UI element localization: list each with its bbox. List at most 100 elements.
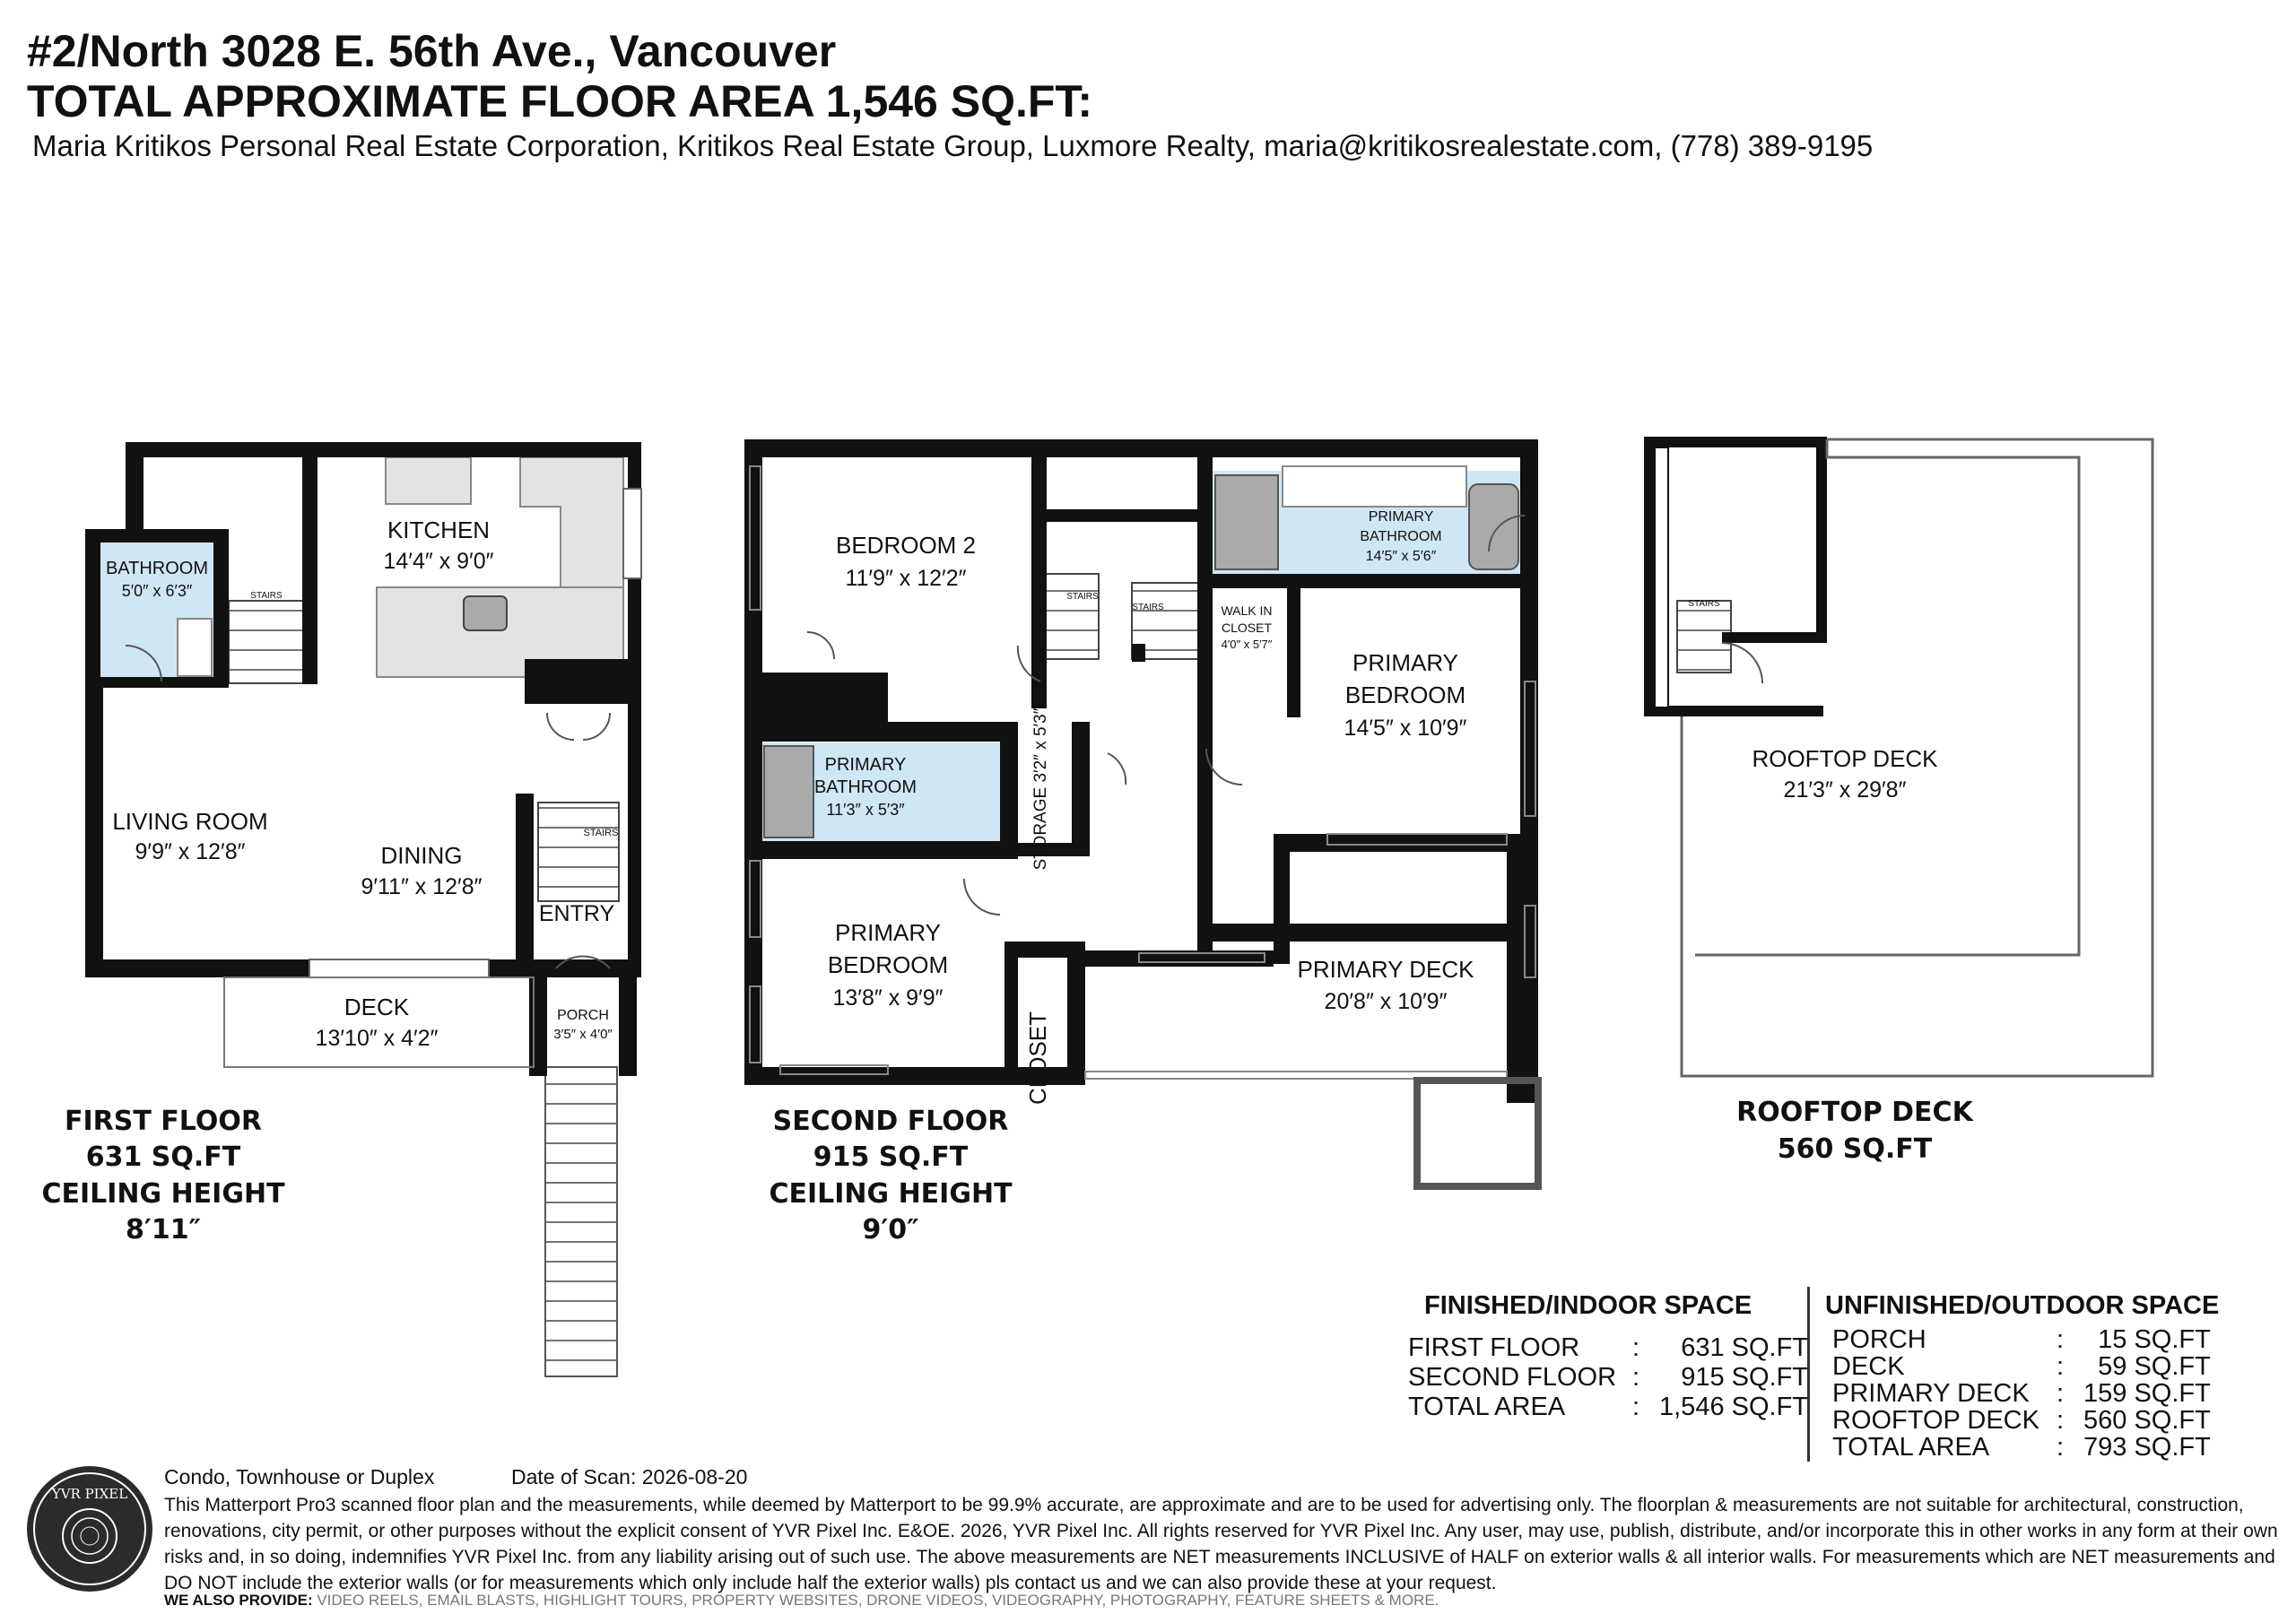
kitchen-counter [385, 456, 472, 505]
second-floor-ceiling-value: 9′0″ [862, 1214, 918, 1245]
rooftop-deck-dim: 21′3″ x 29′8″ [1784, 777, 1907, 803]
floor-plan-diagram: BATHROOM 5′0″ x 6′3″ KITCHEN 14′4″ x 9′0… [41, 437, 2154, 1377]
bathtub-icon [1468, 483, 1519, 570]
walk-in-label: WALK IN [1221, 603, 1272, 618]
bathroom-dim: 5′0″ x 6′3″ [122, 582, 193, 600]
table-row: PRIMARY DECK:159 SQ.FT [1832, 1379, 2211, 1408]
rooftop-walls [1644, 437, 1827, 716]
table-row: ROOFTOP DECK:560 SQ.FT [1832, 1406, 2211, 1435]
living-room-label: LIVING ROOM [112, 808, 267, 835]
second-floor-label: SECOND FLOOR [773, 1106, 1009, 1137]
primary-deck-label: PRIMARY DECK [1298, 956, 1475, 983]
finished-rows: FIRST FLOOR:631 SQ.FT SECOND FLOOR:915 S… [1408, 1333, 1808, 1422]
kitchen-dim: 14′4″ x 9′0″ [384, 549, 494, 574]
second-floor-plan [744, 439, 1542, 1190]
stairs-label: STAIRS [1688, 599, 1720, 609]
sink-icon [463, 595, 508, 631]
door-arc [555, 955, 611, 969]
primary-bedroom-a-label: PRIMARY [835, 919, 941, 946]
first-floor-ceiling-label: CEILING HEIGHT [41, 1178, 285, 1210]
porch-stairs [544, 1066, 618, 1377]
stairs-label: STAIRS [1066, 592, 1099, 602]
stairs-label: STAIRS [1132, 603, 1164, 612]
kitchen-label: KITCHEN [387, 516, 490, 543]
deck-dim: 13′10″ x 4′2″ [316, 1026, 439, 1051]
rooftop-deck-label: ROOFTOP DECK [1752, 745, 1938, 772]
first-floor-walls [85, 442, 641, 1076]
toilet-icon [177, 618, 213, 677]
primary-deck-dim: 20′8″ x 10′9″ [1325, 989, 1448, 1014]
floor-labels: FIRST FLOOR 631 SQ.FT CEILING HEIGHT 8′1… [41, 1097, 1974, 1245]
primary-bath-small-label: PRIMARY [825, 755, 907, 775]
second-floor-area: 915 SQ.FT [813, 1141, 969, 1173]
vanity-icon [1282, 465, 1467, 508]
primary-bath-large-dim: 14′5″ x 5′6″ [1366, 549, 1437, 564]
primary-bedroom-b-dim: 14′5″ x 10′9″ [1344, 716, 1467, 741]
second-floor-windows [749, 465, 1536, 1080]
primary-bedroom-a-dim: 13′8″ x 9′9″ [833, 985, 944, 1011]
porch-label: PORCH [557, 1008, 609, 1023]
walk-in-label2: CLOSET [1222, 621, 1272, 635]
primary-bedroom-b-label2: BEDROOM [1345, 681, 1465, 708]
dining-label: DINING [381, 842, 463, 869]
table-row: TOTAL AREA:1,546 SQ.FT [1408, 1393, 1809, 1421]
primary-deck-planter [1413, 1077, 1542, 1190]
rooftop-deck-floor-label: ROOFTOP DECK [1736, 1097, 1974, 1128]
closet-door-arc [546, 712, 611, 741]
finished-title: FINISHED/INDOOR SPACE [1424, 1291, 1752, 1320]
door-arc [125, 645, 162, 682]
bathroom-label: BATHROOM [106, 559, 208, 578]
primary-bath-small-dim: 11′3″ x 5′3″ [826, 801, 905, 819]
window [309, 959, 490, 978]
second-floor-ceiling-label: CEILING HEIGHT [769, 1178, 1013, 1210]
services-list: VIDEO REELS, EMAIL BLASTS, HIGHLIGHT TOU… [317, 1592, 1439, 1609]
dining-dim: 9′11″ x 12′8″ [361, 874, 482, 899]
door-arcs [806, 515, 1526, 916]
first-floor-plan [85, 442, 642, 1377]
table-row: DECK:59 SQ.FT [1832, 1352, 2211, 1381]
bathtub-icon [763, 745, 814, 838]
scan-date: Date of Scan: 2026-08-20 [511, 1465, 748, 1488]
primary-bath-small-label2: BATHROOM [814, 777, 917, 797]
stairs-entry [537, 802, 620, 902]
services-line: WE ALSO PROVIDE: VIDEO REELS, EMAIL BLAS… [164, 1592, 1439, 1610]
deck-label: DECK [344, 994, 410, 1020]
living-room-dim: 9′9″ x 12′8″ [135, 839, 246, 864]
unfinished-space-table: UNFINISHED/OUTDOOR SPACE PORCH:15 SQ.FT … [1825, 1291, 2219, 1461]
table-row: SECOND FLOOR:915 SQ.FT [1408, 1363, 1809, 1392]
primary-bedroom-a-label2: BEDROOM [828, 951, 948, 978]
bathtub-icon [1214, 474, 1279, 570]
window [622, 488, 642, 579]
closet-label: CLOSET [529, 670, 619, 695]
storage-label: STORAGE 3′2″ x 5′3″ [1031, 707, 1050, 870]
table-row: TOTAL AREA:793 SQ.FT [1832, 1433, 2211, 1462]
deck-outline [223, 976, 535, 1068]
table-divider [1807, 1287, 1810, 1462]
bedroom-2-dim: 11′9″ x 12′2″ [845, 566, 966, 591]
porch-dim: 3′5″ x 4′0″ [553, 1027, 613, 1042]
unfinished-title: UNFINISHED/OUTDOOR SPACE [1825, 1291, 2220, 1320]
closet-label: CLOSET [774, 687, 867, 714]
stairs-label: STAIRS [584, 828, 619, 838]
first-floor-ceiling-value: 8′11″ [126, 1214, 201, 1245]
primary-bath-large-label2: BATHROOM [1360, 529, 1441, 544]
table-row: PORCH:15 SQ.FT [1832, 1325, 2211, 1354]
services-label: WE ALSO PROVIDE: [164, 1592, 313, 1609]
room-labels: BATHROOM 5′0″ x 6′3″ KITCHEN 14′4″ x 9′0… [106, 509, 1938, 1105]
kitchen-counter-l [519, 456, 624, 588]
stairs-second-a [1044, 573, 1100, 660]
door-arc [1721, 642, 1763, 684]
first-floor-area: 631 SQ.FT [86, 1141, 241, 1173]
first-floor-label: FIRST FLOOR [65, 1106, 262, 1137]
walk-in-dim: 4′0″ x 5′7″ [1222, 638, 1273, 651]
primary-bath-large-label: PRIMARY [1369, 509, 1434, 525]
rooftop-deck-outline [1680, 438, 2154, 1078]
rooftop-deck-floor-area: 560 SQ.FT [1778, 1133, 1933, 1165]
rooftop-inner-wall [1654, 447, 1669, 708]
stairs-label: STAIRS [250, 591, 283, 601]
agent-info: Maria Kritikos Personal Real Estate Corp… [32, 129, 1874, 162]
disclaimer-text: This Matterport Pro3 scanned floor plan … [164, 1495, 2278, 1593]
stairs-first [228, 600, 306, 684]
second-floor-walls [744, 439, 1538, 1103]
entry-label: ENTRY [539, 901, 615, 926]
